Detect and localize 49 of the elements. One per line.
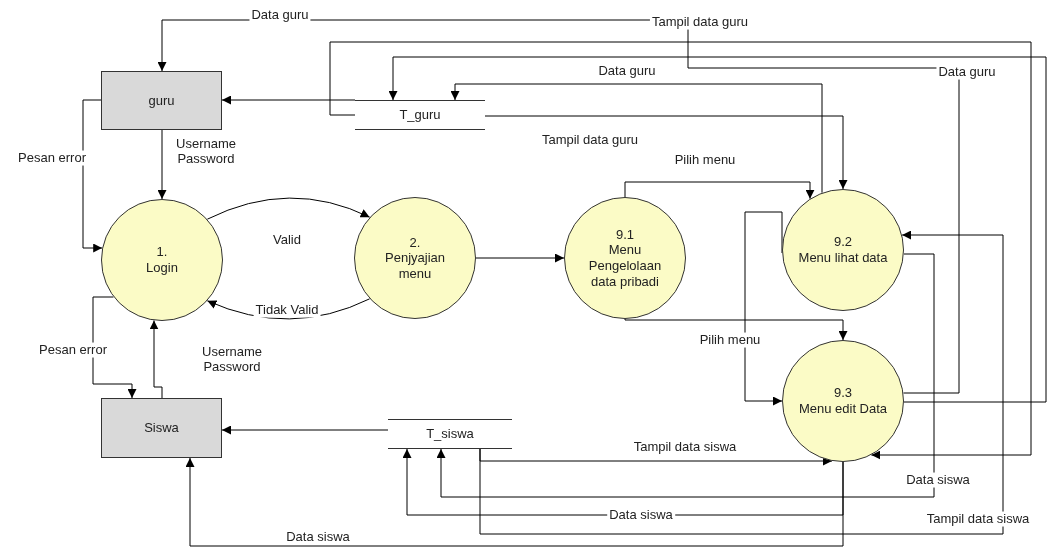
data-flow-arrow	[221, 95, 356, 105]
edge-label: Tampil data siswa	[924, 511, 1032, 527]
data-store	[388, 419, 512, 449]
data-flow-arrow	[479, 230, 1004, 535]
data-flow-arrow	[624, 181, 815, 200]
data-flow-arrow	[149, 319, 163, 399]
data-flow-arrow	[388, 56, 1047, 403]
data-flow-arrow	[82, 99, 103, 253]
data-flow-arrow	[450, 83, 823, 194]
process-number: 9.2	[833, 234, 853, 250]
data-flow-arrow	[92, 296, 137, 399]
node-label: Login	[146, 260, 178, 276]
data-flow-arrow	[744, 211, 783, 406]
process-number: 1.	[156, 244, 168, 260]
edge-label: Data guru	[596, 63, 658, 79]
data-flow-arrow	[475, 253, 565, 263]
data-flow-arrow	[206, 197, 371, 220]
data-flow-arrow	[185, 457, 844, 547]
edge-label: Tampil data siswa	[631, 439, 739, 455]
edge-label: Pilih menu	[697, 332, 763, 348]
process-number: 2.	[409, 234, 421, 251]
process-number: 9.3	[833, 385, 853, 401]
external-entity-box	[101, 71, 222, 130]
external-entity-box	[101, 398, 222, 458]
edge-label: Pesan error	[16, 150, 88, 166]
node-label: Menu lihat data	[798, 250, 888, 266]
data-store	[355, 100, 485, 130]
node-label: Menu edit Data	[798, 401, 888, 417]
node-label: Penjyajian menu	[384, 250, 446, 282]
node-label: Menu Pengelolaan data pribadi	[587, 242, 663, 290]
node-label: T_guru	[399, 107, 441, 123]
edge-label: Data guru	[249, 7, 311, 23]
data-flow-arrow	[436, 253, 935, 498]
edge-label: Data guru	[936, 64, 998, 80]
process-number: 9.1	[615, 226, 635, 243]
edge-label: Data siswa	[904, 472, 972, 488]
edge-label: Tampil data guru	[649, 14, 751, 30]
edge-label: Tidak Valid	[253, 302, 321, 318]
node-label: Siswa	[144, 420, 179, 436]
node-label: guru	[148, 92, 175, 109]
edge-label: Tampil data guru	[539, 132, 641, 148]
data-flow-arrow	[624, 318, 848, 341]
data-flow-arrow	[221, 425, 389, 435]
edge-label: Pesan error	[37, 342, 109, 358]
data-flow-arrow	[157, 19, 960, 394]
data-flow-arrow	[484, 115, 848, 190]
node-label: T_siswa	[426, 426, 474, 442]
data-flow-arrow	[157, 129, 167, 200]
data-flow-arrow	[329, 41, 1032, 460]
